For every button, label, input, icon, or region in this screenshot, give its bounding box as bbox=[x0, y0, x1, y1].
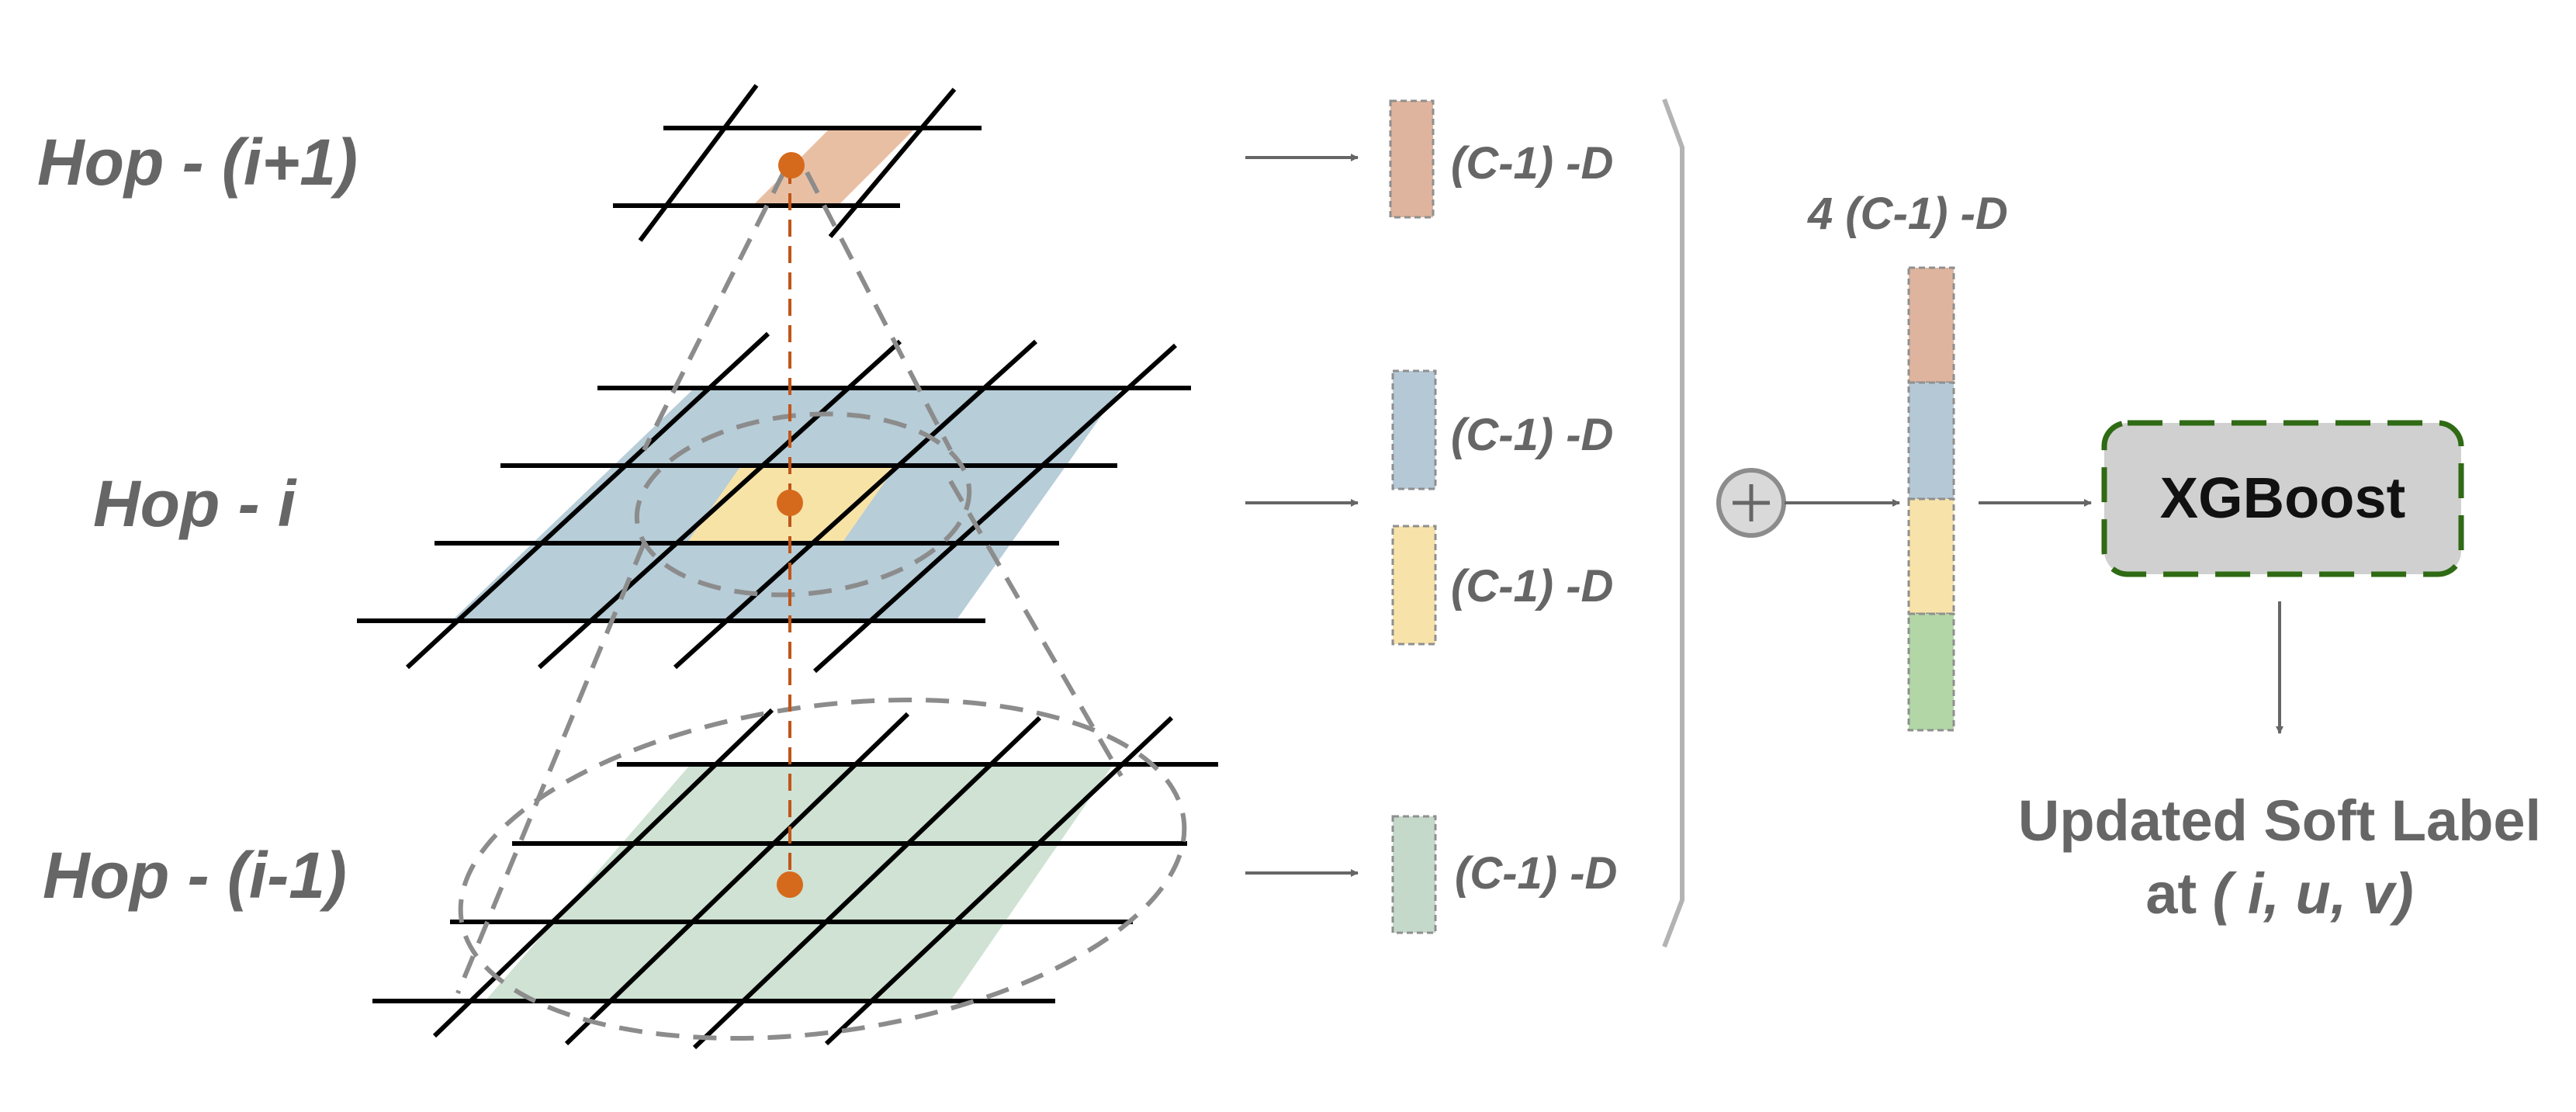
concat-segment-blue bbox=[1907, 381, 1955, 501]
node-mid bbox=[777, 490, 803, 516]
feature-vector-mid-a bbox=[1391, 369, 1437, 490]
xgboost-label: XGBoost bbox=[2160, 466, 2406, 530]
output-label-line1: Updated Soft Label bbox=[2018, 788, 2541, 853]
hop-top-cell bbox=[753, 128, 916, 206]
feature-dim-top: (C-1) -D bbox=[1451, 138, 1613, 189]
feature-vector-mid-b bbox=[1391, 525, 1437, 646]
concat-segment-orange bbox=[1907, 266, 1955, 384]
feature-dim-bottom: (C-1) -D bbox=[1455, 848, 1617, 899]
node-top bbox=[778, 152, 805, 178]
feature-vector-bottom bbox=[1391, 815, 1437, 934]
concat-segment-green bbox=[1907, 612, 1955, 732]
hop-top-grid bbox=[613, 84, 982, 242]
node-bottom bbox=[777, 871, 803, 898]
feature-dim-mid-b: (C-1) -D bbox=[1451, 561, 1613, 611]
hop-mid-label: Hop - i bbox=[93, 467, 297, 540]
output-label-line2: at ( i, u, v) bbox=[2145, 861, 2413, 926]
concat-brace bbox=[1662, 98, 1684, 948]
circle-plus-icon bbox=[1716, 468, 1786, 538]
concat-dim-label: 4 (C-1) -D bbox=[1807, 189, 2008, 239]
receptive-field-outlines bbox=[455, 171, 1187, 1041]
concat-segment-yellow bbox=[1907, 497, 1955, 615]
mid-receptive-ellipse bbox=[634, 411, 972, 598]
feature-dim-mid-a: (C-1) -D bbox=[1451, 410, 1613, 460]
concat-vector bbox=[1907, 266, 1955, 732]
output-label-args: ( i, u, v) bbox=[2213, 861, 2414, 926]
hop-mid-grid bbox=[357, 331, 1191, 674]
hop-bottom-label: Hop - (i-1) bbox=[43, 839, 347, 912]
feature-arrows bbox=[1245, 154, 1359, 877]
hop-top-label: Hop - (i+1) bbox=[37, 126, 358, 199]
xgboost-box bbox=[2101, 420, 2464, 577]
feature-vector-top bbox=[1389, 99, 1435, 219]
bottom-receptive-ellipse bbox=[458, 697, 1187, 1041]
feature-vectors bbox=[1389, 99, 1437, 934]
output-label-prefix: at bbox=[2145, 861, 2212, 926]
